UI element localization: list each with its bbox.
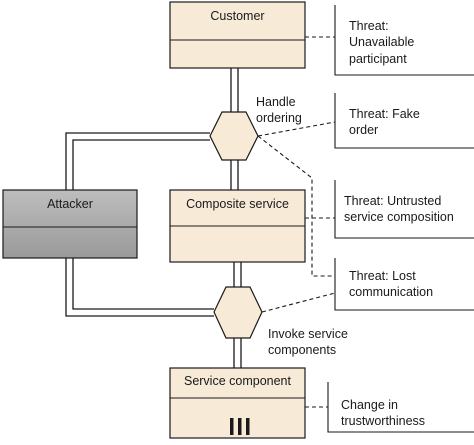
attacker-block [2, 189, 138, 259]
decomposition-icon [230, 418, 250, 435]
link-lost-communication-invoke [261, 292, 336, 313]
customer-label: Customer [210, 9, 265, 23]
link-fake-order [257, 121, 336, 137]
composite-service-block [169, 189, 306, 263]
connector-attacker-invoke [65, 258, 214, 317]
connector-invoke-service [233, 338, 242, 368]
note-unavailable-participant [334, 5, 474, 76]
connector-attacker-handle [65, 132, 210, 190]
handle-ordering-hexagon [209, 111, 259, 161]
threat-untrusted-composition: Threat: Untrusted service composition [344, 194, 454, 225]
invoke-service-hexagon [213, 286, 263, 339]
threat-lost-communication: Threat: Lost communication [349, 269, 434, 300]
service-component-label: Service component [183, 374, 291, 388]
customer-block [169, 1, 306, 69]
threat-unavailable-participant: Threat: Unavailable participant [349, 19, 415, 66]
composite-service-label: Composite service [186, 197, 289, 211]
threat-change-in-trustworthiness: Change in trustworthiness [341, 398, 426, 429]
connector-handle-composite [230, 160, 239, 190]
note-change-in-trustworthiness [327, 382, 474, 433]
link-lost-communication [257, 135, 335, 277]
note-fake-order [334, 93, 474, 149]
handle-ordering-label: Handle ordering [256, 95, 302, 126]
invoke-service-components-label: Invoke service components [268, 327, 348, 358]
service-component-block [169, 367, 306, 439]
note-lost-communication [334, 258, 474, 311]
connector-customer-handle [230, 68, 239, 112]
connector-composite-invoke [233, 262, 242, 287]
threat-fake-order: Threat: Fake order [349, 107, 420, 138]
note-untrusted-composition [334, 180, 474, 239]
attacker-label: Attacker [47, 197, 93, 211]
